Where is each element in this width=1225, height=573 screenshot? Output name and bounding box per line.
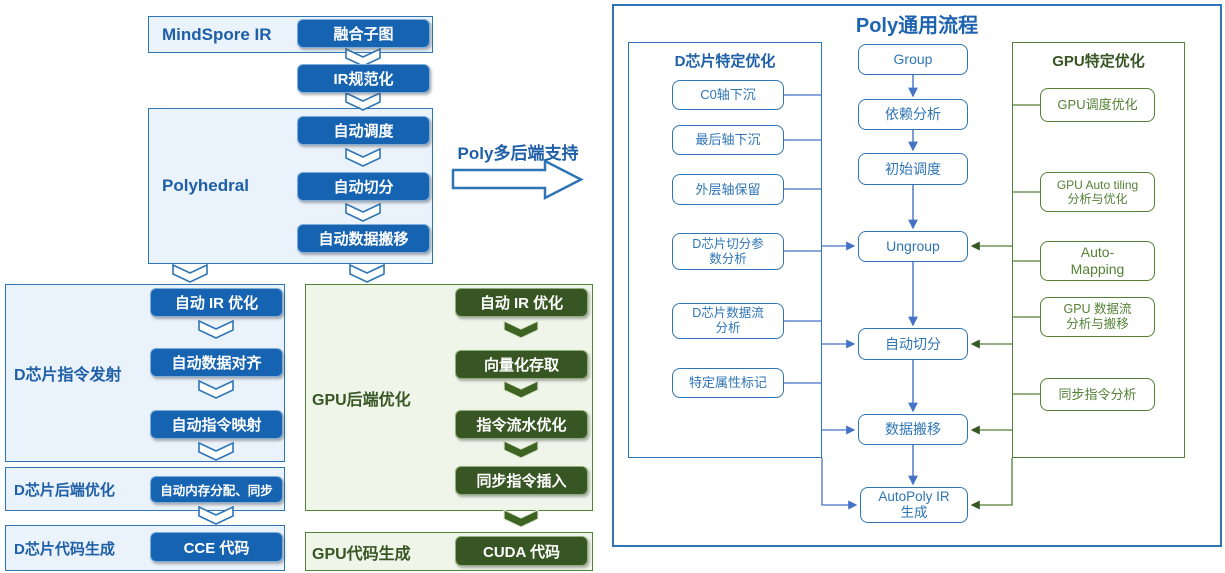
d-auto-data-align-node: 自动数据对齐 [150, 348, 283, 377]
d-chip-backend-label: D芯片后端优化 [14, 481, 115, 499]
gpu-auto-ir-opt-node: 自动 IR 优化 [455, 288, 588, 317]
center-autopoly-ir-node: AutoPoly IR 生成 [860, 487, 968, 523]
auto-data-move-node: 自动数据搬移 [297, 224, 430, 253]
gpu-item-auto-mapping: Auto- Mapping [1040, 241, 1155, 281]
center-initial-schedule-node: 初始调度 [858, 153, 968, 185]
polyhedral-label: Polyhedral [162, 176, 249, 195]
d-chip-specific-panel [628, 42, 822, 458]
center-dependency-analysis-node: 依赖分析 [858, 99, 968, 130]
gpu-inst-pipeline-node: 指令流水优化 [455, 410, 588, 439]
gpu-item-auto-tiling: GPU Auto tiling 分析与优化 [1040, 172, 1155, 212]
gpu-specific-header: GPU特定优化 [1052, 53, 1145, 70]
d-item-tiling-param-analysis: D芯片切分参 数分析 [672, 233, 784, 270]
cce-code-node: CCE 代码 [150, 532, 283, 562]
d-item-c0-axis-sink: C0轴下沉 [672, 80, 784, 110]
gpu-sync-insert-node: 同步指令插入 [455, 466, 588, 495]
auto-tile-node: 自动切分 [297, 172, 430, 201]
d-item-last-axis-sink: 最后轴下沉 [672, 125, 784, 155]
gpu-specific-panel [1012, 42, 1185, 458]
multi-backend-label: Poly多后端支持 [457, 143, 579, 163]
d-item-outer-axis-keep: 外层轴保留 [672, 174, 784, 205]
gpu-backend-label: GPU后端优化 [312, 391, 411, 409]
center-ungroup-node: Ungroup [858, 231, 968, 262]
d-auto-mem-node: 自动内存分配、同步 [150, 476, 283, 503]
mindspore-ir-label: MindSpore IR [162, 24, 272, 44]
center-group-node: Group [858, 44, 968, 75]
d-chip-codegen-label: D芯片代码生成 [14, 540, 115, 558]
d-auto-inst-map-node: 自动指令映射 [150, 410, 283, 439]
gpu-item-dataflow-move: GPU 数据流 分析与搬移 [1040, 297, 1155, 337]
d-specific-header: D芯片特定优化 [674, 53, 776, 70]
auto-schedule-node: 自动调度 [297, 116, 430, 145]
gpu-item-sync-analysis: 同步指令分析 [1040, 378, 1155, 411]
multi-backend-arrow [451, 158, 584, 201]
d-auto-ir-opt-node: 自动 IR 优化 [150, 288, 283, 317]
d-item-dataflow-analysis: D芯片数据流 分析 [672, 303, 784, 339]
gpu-codegen-label: GPU代码生成 [312, 545, 411, 563]
d-chip-emit-label: D芯片指令发射 [14, 367, 122, 384]
cuda-code-node: CUDA 代码 [455, 536, 588, 566]
gpu-vector-access-node: 向量化存取 [455, 350, 588, 379]
ir-normalize-node: IR规范化 [297, 64, 430, 93]
d-item-attr-mark: 特定属性标记 [672, 368, 784, 398]
gpu-item-schedule-opt: GPU调度优化 [1040, 88, 1155, 122]
center-auto-tile-node: 自动切分 [858, 328, 968, 360]
fused-subgraph-node: 融合子图 [297, 19, 430, 48]
poly-flow-title: Poly通用流程 [855, 15, 979, 37]
center-data-move-node: 数据搬移 [858, 414, 968, 445]
